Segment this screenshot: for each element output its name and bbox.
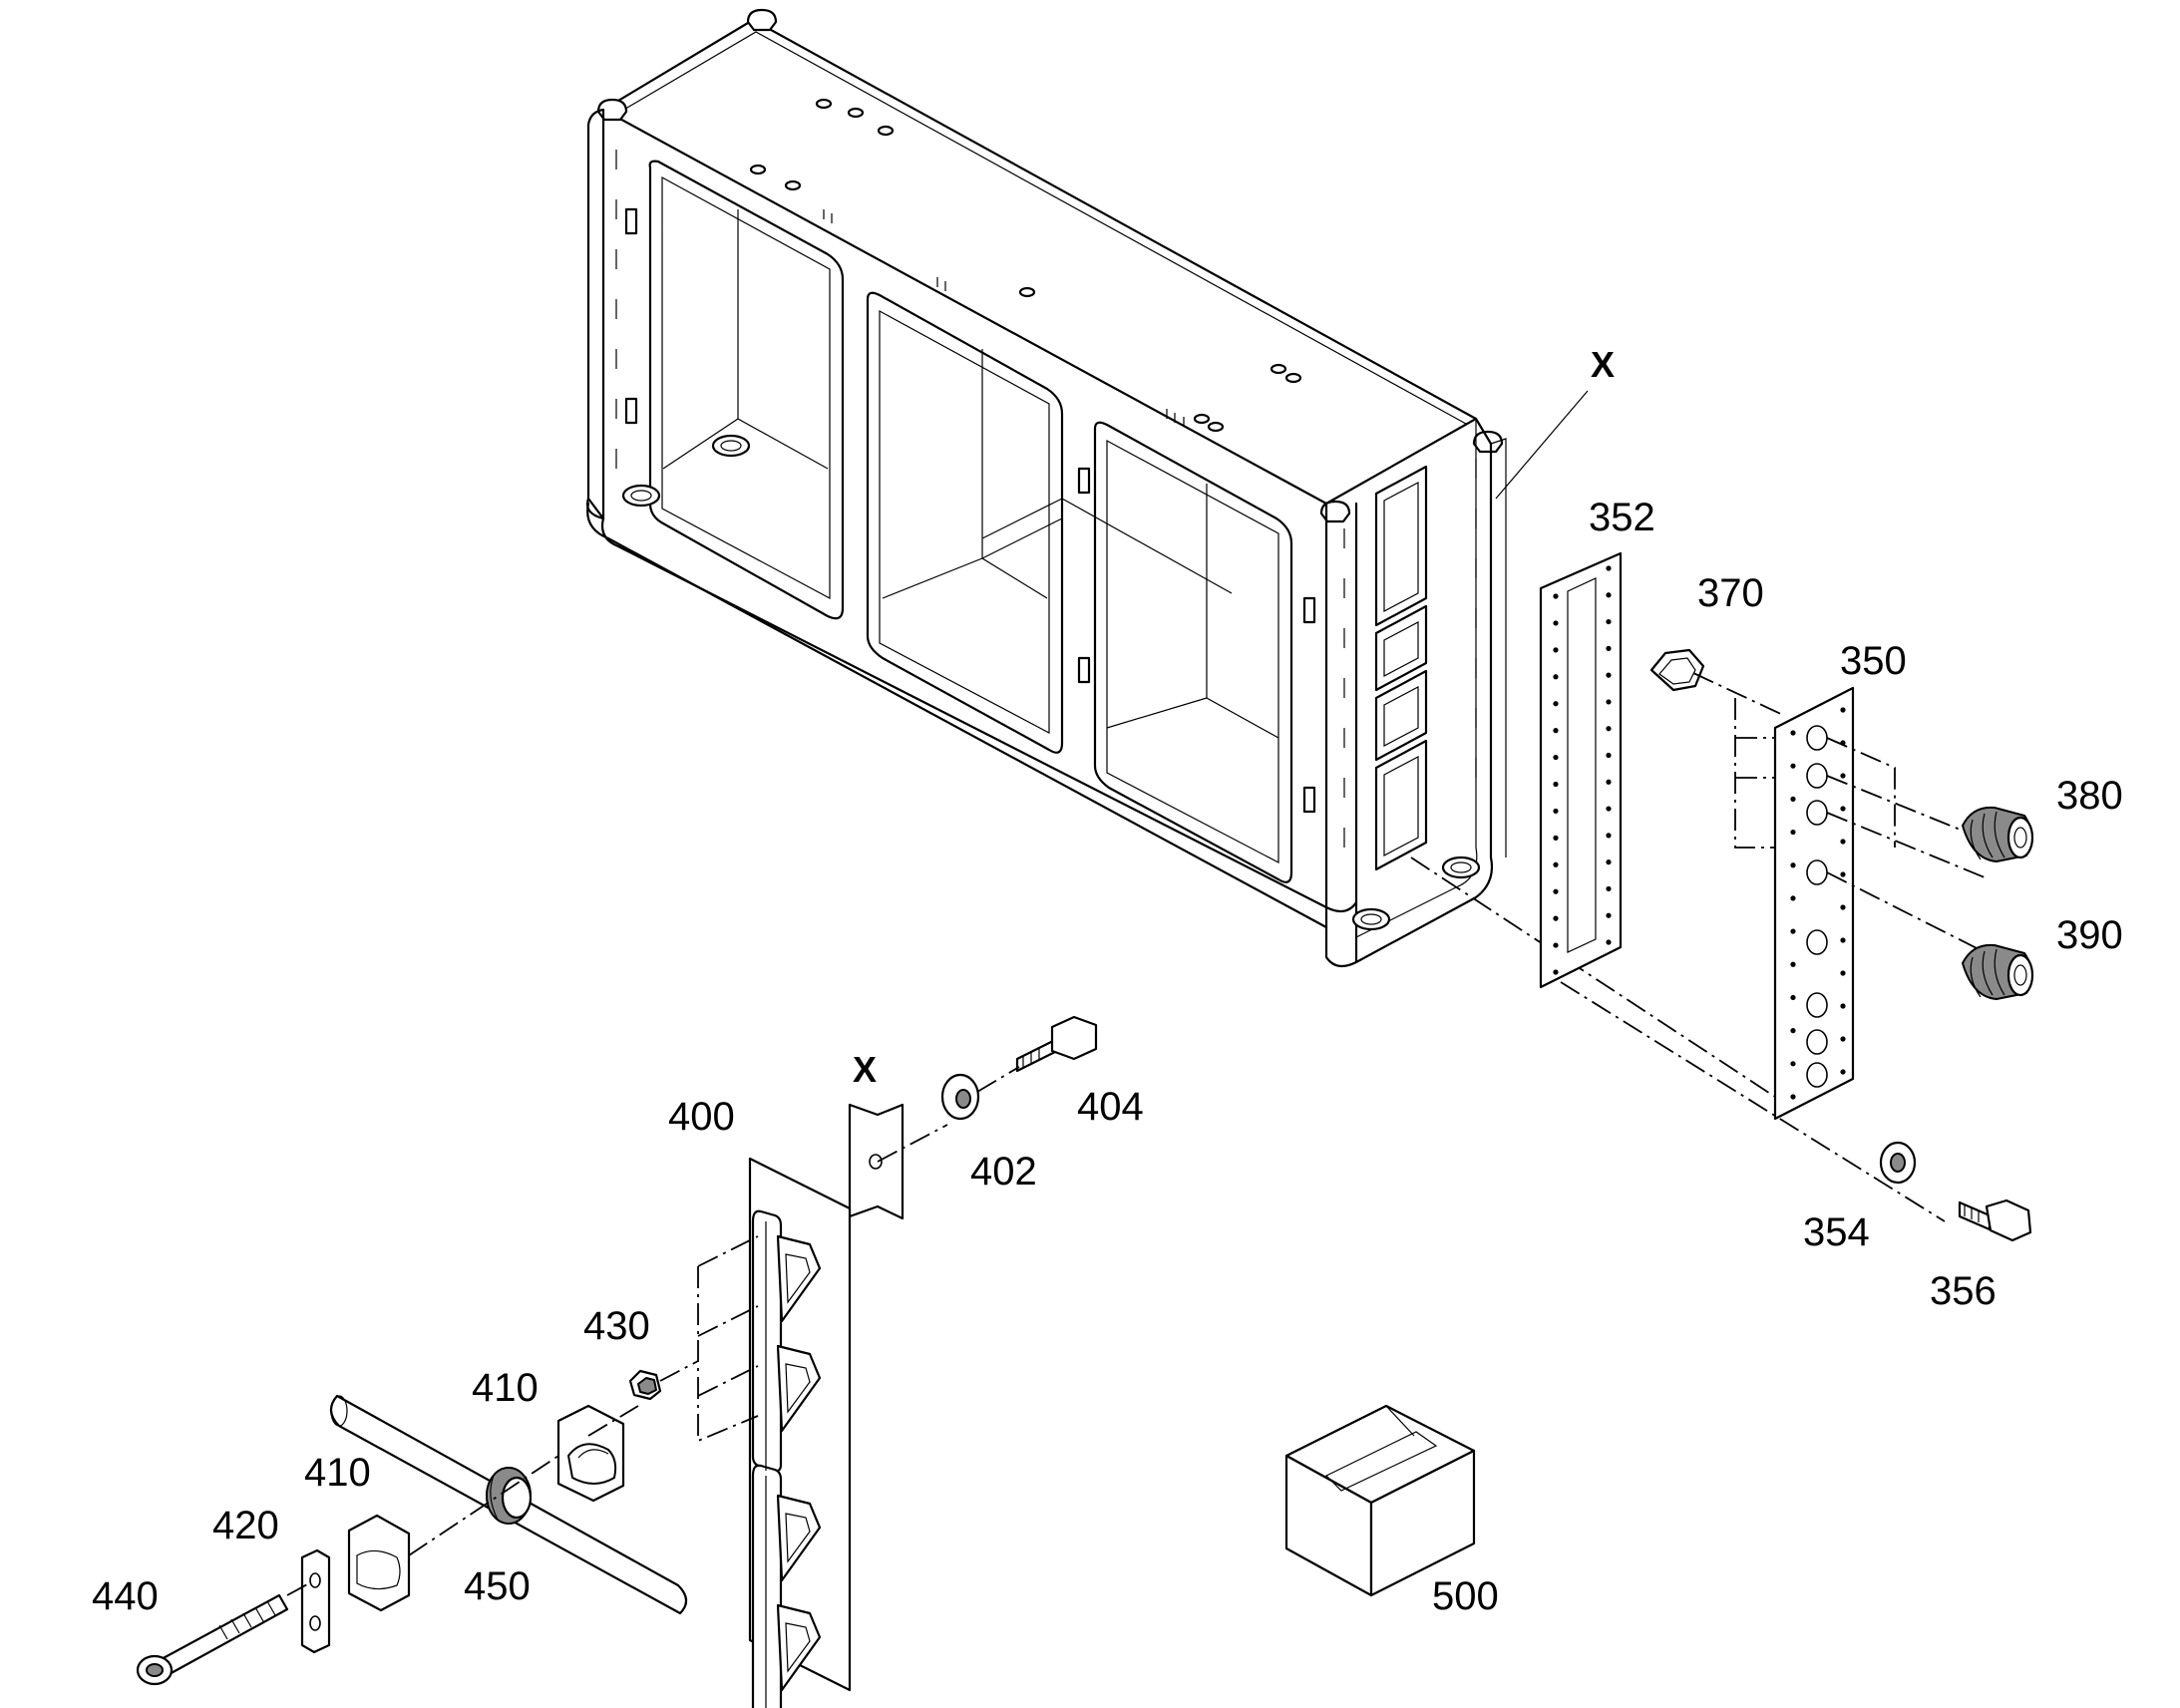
- mounting-hole-dot: [1553, 754, 1559, 761]
- mounting-hole-dot: [1790, 994, 1796, 1001]
- mounting-hole-dot: [1553, 701, 1559, 707]
- label-390: 390: [2056, 913, 2123, 957]
- gland-plate-350: [1773, 686, 1855, 1121]
- mounting-hole-dot: [1553, 942, 1559, 948]
- mounting-hole-dot: [1790, 763, 1796, 769]
- bolt-404: [1015, 1015, 1098, 1073]
- label-356: 356: [1930, 1269, 1997, 1313]
- mounting-bracket-x: [848, 1103, 905, 1220]
- mounting-hole-dot: [1790, 730, 1796, 736]
- bolt-356: [1958, 1198, 2032, 1242]
- mounting-hole-dot: [1790, 829, 1796, 836]
- mounting-hole-dot: [1840, 904, 1846, 910]
- mounting-hole-dot: [1790, 895, 1796, 901]
- mounting-hole-dot: [1790, 1028, 1796, 1034]
- box-500: [1284, 1404, 1476, 1597]
- mounting-hole-dot: [1606, 939, 1612, 945]
- mounting-hole-dot: [1790, 1094, 1796, 1100]
- top-studs: [749, 98, 1302, 433]
- nut-370: [1649, 648, 1705, 692]
- mounting-hole-dot: [1840, 871, 1846, 877]
- mounting-hole-dot: [1606, 912, 1612, 918]
- label-450: 450: [464, 1564, 531, 1608]
- cable-gland-390: [1962, 943, 2034, 1000]
- mounting-hole-dot: [1553, 861, 1559, 867]
- mounting-hole-dot: [1790, 862, 1796, 868]
- label-420: 420: [212, 1504, 279, 1547]
- mounting-hole-dot: [1840, 806, 1846, 812]
- mounting-hole-dot: [1840, 1069, 1846, 1075]
- detail-x-leader: [1495, 390, 1589, 500]
- enclosure-housing: [585, 8, 1507, 968]
- label-400: 400: [668, 1095, 735, 1139]
- mounting-hole-dot: [1553, 888, 1559, 894]
- mounting-hole-dot: [1840, 773, 1846, 779]
- mounting-hole-dot: [1790, 928, 1796, 934]
- mounting-hole-dot: [1840, 1003, 1846, 1009]
- clamp-half-410-upper: [556, 1404, 625, 1503]
- mounting-hole-dot: [1840, 1036, 1846, 1042]
- label-410-upper: 410: [472, 1366, 539, 1410]
- side-panel-cutouts: [1374, 465, 1428, 871]
- mounting-hole-dot: [1553, 781, 1559, 788]
- mounting-hole-dot: [1606, 885, 1612, 892]
- detail-marker-bottom: X: [853, 1049, 877, 1090]
- mounting-hole-dot: [1840, 707, 1846, 713]
- detail-marker-top: X: [1591, 344, 1615, 385]
- mounting-hole-dot: [1840, 970, 1846, 976]
- mounting-hole-dot: [1553, 620, 1559, 626]
- label-380: 380: [2056, 774, 2123, 818]
- label-430: 430: [583, 1304, 650, 1348]
- clamp-half-410-lower: [347, 1514, 411, 1612]
- washer-354: [1879, 1141, 1917, 1185]
- mounting-hole-dot: [1606, 806, 1612, 812]
- label-404: 404: [1077, 1085, 1144, 1129]
- clamp-rail-400: [748, 1157, 852, 1708]
- label-410-lower: 410: [304, 1451, 371, 1495]
- mounting-hole-dot: [1553, 593, 1559, 599]
- label-440: 440: [92, 1574, 159, 1618]
- mounting-hole-dot: [1606, 726, 1612, 732]
- plate-420: [300, 1548, 331, 1654]
- nut-430: [628, 1369, 662, 1401]
- washer-402: [940, 1073, 980, 1121]
- mounting-hole-dot: [1606, 859, 1612, 865]
- label-350: 350: [1840, 639, 1907, 683]
- label-352: 352: [1589, 496, 1655, 539]
- mounting-hole-dot: [1790, 1061, 1796, 1067]
- mounting-hole-dot: [1606, 592, 1612, 598]
- mounting-hole-dot: [1790, 796, 1796, 802]
- mounting-hole-dot: [1606, 565, 1612, 571]
- screw-440: [136, 1593, 289, 1686]
- grommet-450: [486, 1467, 533, 1525]
- mounting-hole-dot: [1553, 835, 1559, 841]
- cable-gland-380: [1962, 806, 2034, 862]
- mounting-hole-dot: [1553, 728, 1559, 734]
- mounting-hole-dot: [1553, 674, 1559, 680]
- mounting-hole-dot: [1553, 647, 1559, 653]
- mounting-hole-dot: [1553, 808, 1559, 815]
- mounting-hole-dot: [1606, 752, 1612, 759]
- mounting-hole-dot: [1606, 645, 1612, 651]
- label-354: 354: [1803, 1210, 1870, 1254]
- label-370: 370: [1697, 571, 1764, 615]
- mounting-hole-dot: [1790, 961, 1796, 967]
- mounting-hole-dot: [1606, 672, 1612, 678]
- mounting-hole-dot: [1553, 969, 1559, 975]
- mounting-hole-dot: [1553, 915, 1559, 921]
- mounting-hole-dot: [1840, 937, 1846, 943]
- mounting-hole-dot: [1606, 833, 1612, 839]
- mounting-hole-dot: [1606, 699, 1612, 705]
- mounting-hole-dot: [1840, 839, 1846, 845]
- label-500: 500: [1432, 1574, 1499, 1618]
- gasket-352: [1539, 551, 1623, 989]
- mounting-hole-dot: [1606, 618, 1612, 625]
- label-402: 402: [970, 1150, 1037, 1194]
- mounting-hole-dot: [1606, 779, 1612, 785]
